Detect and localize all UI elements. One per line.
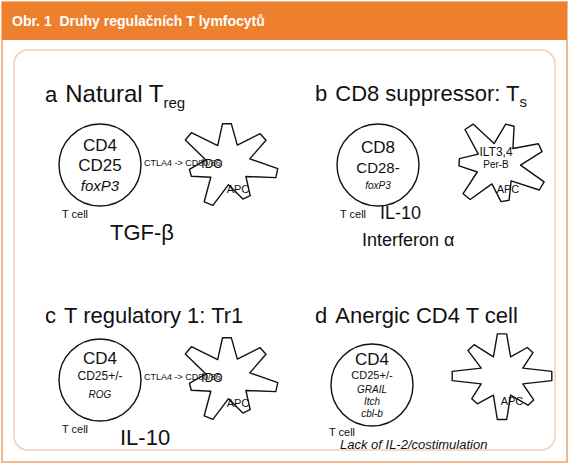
cell-marker: T cell [329, 427, 355, 438]
cytokine-label: Lack of IL-2/costimulation [340, 438, 487, 451]
header-band [2, 2, 567, 40]
cell-membrane [337, 124, 419, 206]
heading-text: b [315, 83, 327, 105]
cell-marker: Per-B [483, 160, 509, 170]
cell-marker: CD28- [356, 160, 399, 175]
cell-marker: APC [227, 184, 250, 195]
panel-heading: a Natural Treg [45, 82, 185, 110]
cell-marker: ROG [89, 390, 112, 400]
cell-marker: APC [497, 184, 520, 195]
cell-marker: Itch [364, 397, 380, 407]
figure-title: Obr. 1 Druhy regulačních T lymfocytů [12, 13, 265, 29]
heading-text: c [45, 305, 56, 327]
cell-membrane [59, 339, 141, 421]
heading-text: a [45, 84, 57, 106]
cell-marker: cbl-b [361, 409, 383, 419]
cell-marker: ILT3,4 [479, 146, 512, 158]
cell-membrane [331, 344, 413, 426]
cell-marker: foxP3 [81, 178, 119, 193]
dendritic-membrane [459, 124, 544, 202]
heading-text: Anergic CD4 T cell [335, 305, 518, 327]
heading-subscript: reg [164, 95, 186, 110]
heading-text: d [315, 305, 327, 327]
cytokine-label: TGF-β [110, 222, 174, 244]
cytokine-label: IL-10 [380, 204, 421, 222]
cell-marker: T cell [62, 424, 88, 435]
cell-marker: APC [501, 396, 524, 407]
panel-heading: c T regulatory 1: Tr1 [45, 305, 243, 327]
apc-cell: ILT3,4Per-B APC [448, 118, 548, 210]
heading-text: Natural T [65, 82, 163, 106]
heading-text: CD8 suppressor: T [335, 83, 519, 105]
t-cell: CD4CD25foxP3T cell [58, 123, 142, 207]
panel-heading: d Anergic CD4 T cell [315, 305, 518, 327]
t-cell: CD8CD28-foxP3T cell [336, 123, 420, 207]
cell-marker: CD4 [355, 351, 389, 368]
cell-marker: CD25 [78, 157, 121, 174]
heading-subscript: s [519, 94, 527, 109]
panel-heading: b CD8 suppressor: Ts [315, 83, 527, 109]
cell-membrane [59, 124, 141, 206]
cell-marker: CD4 [83, 350, 117, 367]
cell-marker: T cell [62, 209, 88, 220]
interaction-label: CTLA4 -> CD80/86 [144, 373, 221, 382]
t-cell: CD4CD25+/-ROGT cell [58, 338, 142, 422]
apc-cell: APC [452, 330, 552, 422]
cytokine-label: Interferon α [362, 231, 454, 249]
cytokine-label: IL-10 [120, 427, 170, 449]
interaction-label: CTLA4 -> CD80/86 [144, 159, 221, 168]
inner-panel [14, 50, 555, 450]
dendritic-membrane [452, 334, 552, 420]
cell-marker: GRAIL [357, 385, 387, 395]
cell-marker: CD25+/- [77, 370, 122, 382]
cell-marker: CD8 [361, 139, 395, 156]
cell-marker: CD25+/- [351, 370, 392, 381]
apc-outline [452, 330, 552, 422]
cell-marker: foxP3 [365, 181, 391, 191]
cell-marker: CD4 [83, 137, 117, 154]
t-cell: CD4CD25+/-GRAILItchcbl-bT cell [330, 343, 414, 427]
heading-text: T regulatory 1: Tr1 [64, 305, 243, 327]
cell-marker: T cell [340, 209, 366, 220]
cell-marker: APC [227, 398, 250, 409]
